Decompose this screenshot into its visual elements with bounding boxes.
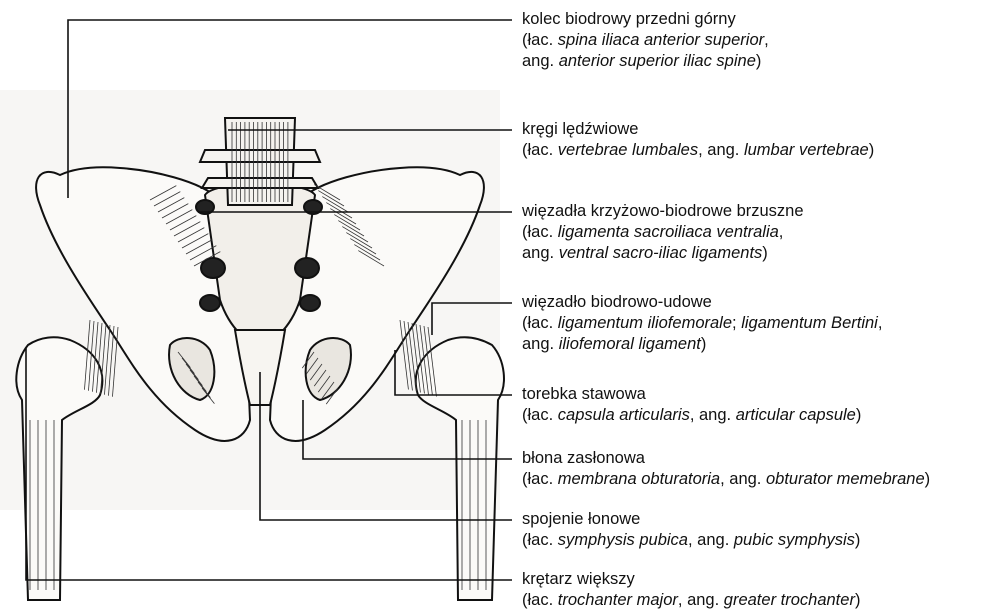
label-sacroiliac-polish: więzadła krzyżowo-biodrowe brzuszne (522, 201, 804, 222)
label-sacroiliac: więzadła krzyżowo-biodrowe brzuszne (łac… (522, 201, 804, 264)
label-iliofemoral-latin2: ligamentum Bertini (741, 314, 878, 332)
label-capsule-latin: capsula articularis (558, 406, 690, 424)
label-asis-latin: spina iliaca anterior superior (558, 31, 764, 49)
sacral-foramen (200, 295, 220, 311)
label-capsule: torebka stawowa (łac. capsula articulari… (522, 384, 861, 426)
label-iliofemoral-polish: więzadło biodrowo-udowe (522, 292, 882, 313)
label-symphysis-latin: symphysis pubica (558, 531, 688, 549)
label-obturator: błona zasłonowa (łac. membrana obturator… (522, 448, 930, 490)
label-iliofemoral: więzadło biodrowo-udowe (łac. ligamentum… (522, 292, 882, 355)
label-symphysis: spojenie łonowe (łac. symphysis pubica, … (522, 509, 860, 551)
label-trochanter-english: greater trochanter (724, 591, 855, 609)
label-symphysis-polish: spojenie łonowe (522, 509, 860, 530)
label-sacroiliac-english: ventral sacro-iliac ligaments (559, 244, 763, 262)
label-lumbar-latin: vertebrae lumbales (558, 141, 698, 159)
label-asis-polish: kolec biodrowy przedni górny (522, 9, 769, 30)
label-lumbar-english: lumbar vertebrae (744, 141, 869, 159)
label-trochanter-latin: trochanter major (558, 591, 678, 609)
label-obturator-english: obturator memebrane (766, 470, 925, 488)
label-obturator-latin: membrana obturatoria (558, 470, 720, 488)
sacral-foramen (295, 258, 319, 278)
label-asis: kolec biodrowy przedni górny (łac. spina… (522, 9, 769, 72)
label-capsule-english: articular capsule (736, 406, 856, 424)
label-iliofemoral-latin: ligamentum iliofemorale (558, 314, 732, 332)
sacral-foramen (300, 295, 320, 311)
label-capsule-polish: torebka stawowa (522, 384, 861, 405)
label-asis-english: anterior superior iliac spine (559, 52, 756, 70)
label-trochanter-polish: krętarz większy (522, 569, 860, 590)
pelvis-illustration (16, 118, 504, 600)
label-obturator-polish: błona zasłonowa (522, 448, 930, 469)
label-lumbar-polish: kręgi lędźwiowe (522, 119, 874, 140)
sacral-foramen (201, 258, 225, 278)
label-lumbar: kręgi lędźwiowe (łac. vertebrae lumbales… (522, 119, 874, 161)
label-trochanter: krętarz większy (łac. trochanter major, … (522, 569, 860, 611)
label-iliofemoral-english: iliofemoral ligament (559, 335, 701, 353)
label-sacroiliac-latin: ligamenta sacroiliaca ventralia (558, 223, 779, 241)
label-symphysis-english: pubic symphysis (734, 531, 855, 549)
